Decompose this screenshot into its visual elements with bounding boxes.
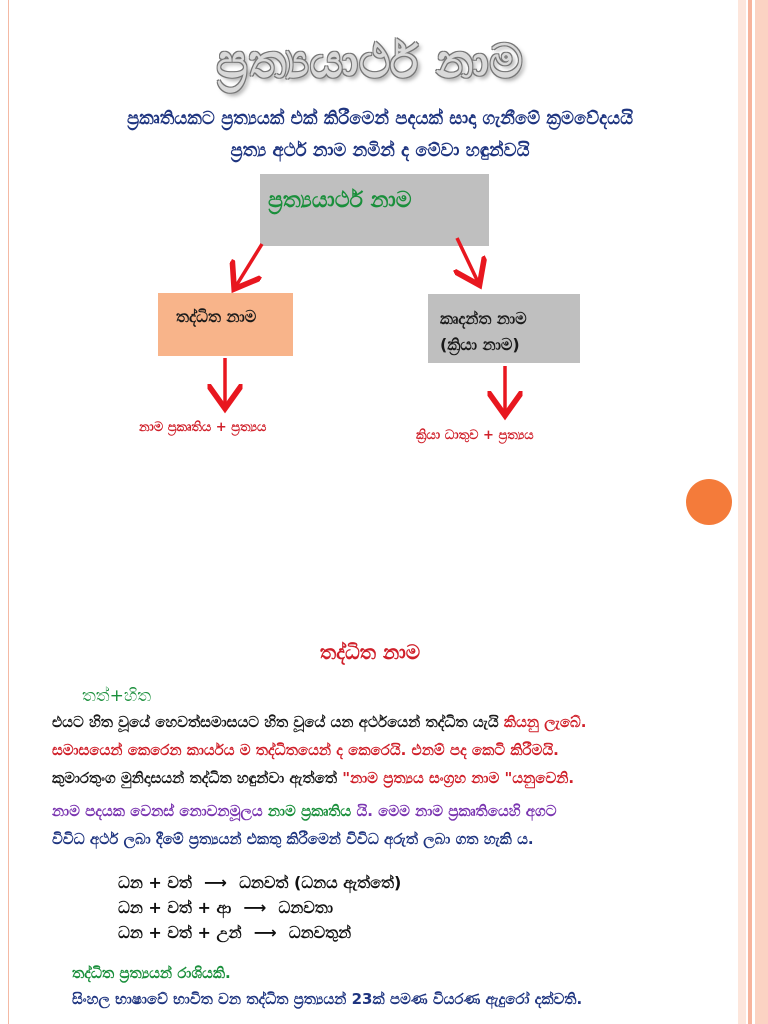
slide-title: ප්‍රත්‍යයාර්ථ නාම [216, 34, 524, 88]
example-lhs: ධන + වත් + ආ [118, 898, 232, 917]
section-heading: තද්ධිත නාම [319, 640, 421, 664]
diagram-taddhita-box: තද්ධිත නාම [158, 293, 293, 356]
example-rhs: ධනවත් (ධනය ඇත්තේ) [239, 873, 402, 892]
p3-text: කුමාරතුංග මුනිදාසයන් තද්ධිත හඳුන්වා ඇත්ත… [52, 769, 343, 787]
note-1: තද්ධිත ප්‍රත්‍යයන් රාශියකි. [72, 964, 231, 982]
example-lhs: ධන + වත් + උන් [118, 923, 242, 942]
krudanta-formula: ක්‍රියා ධාතුව + ප්‍රත්‍යය [416, 428, 534, 443]
stripe-light [738, 0, 746, 1024]
diagram-arrows [0, 237, 768, 460]
paragraph-4: නාම පදයක වෙනස් නොවනමූලය නාම ප්‍රකෘතිය යි… [52, 802, 736, 820]
paragraph-2: සමාසයෙන් කෙරෙන කාර්යය ම තද්ධිතයෙන් ද කෙර… [52, 741, 559, 759]
paragraph-1: එයට හිත වූයේ හෙවත්සමාසයට හිත වූයේ යන අර්… [52, 713, 736, 731]
note-2: සිංහල භාෂාවේ භාවිත වන තද්ධිත ප්‍රත්‍යයන්… [72, 990, 583, 1008]
p3-quote: "නාම ප්‍රත්‍යය සංග්‍රහ නාම "යනුවෙනි. [342, 769, 575, 787]
paragraph-3: කුමාරතුංග මුනිදාසයන් තද්ධිත හඳුන්වා ඇත්ත… [52, 769, 736, 787]
subtitle-line-2: ප්‍රත්‍ය අර්ථ නාම නමින් ද මේවා හඳුන්වයි [230, 140, 530, 161]
stripe-mid [755, 0, 768, 1024]
p1-highlight: කියනු ලැබේ. [503, 713, 587, 731]
etymology-text: තත්+හිත [82, 686, 152, 706]
paragraph-5: විවිධ අර්ථ ලබා දීමේ ප්‍රත්‍යයන් එකතු කිර… [52, 830, 534, 848]
p4-highlight: නාම ප්‍රකෘතිය [267, 802, 352, 820]
example-rhs: ධනවතුන් [288, 923, 352, 942]
arrow-root-to-left [236, 243, 264, 286]
p4-text: නාම පදයක වෙනස් නොවනමූලය [52, 802, 268, 820]
p1-text: එයට හිත වූයේ හෙවත්සමාසයට හිත වූයේ යන අර්… [52, 713, 504, 731]
taddhita-formula: නාම ප්‍රකෘතිය + ප්‍රත්‍යය [139, 420, 267, 435]
right-arrow-icon: ⟶ [253, 923, 277, 942]
decorative-orange-circle [686, 479, 732, 525]
example-rhs: ධනවතා [278, 898, 333, 917]
krudanta-label: කෘදන්ත නාම [440, 309, 527, 328]
kriya-label: (ක්‍රියා නාම) [440, 335, 520, 354]
example-row: ධන + වත් ⟶ ධනවත් (ධනය ඇත්තේ) [118, 873, 401, 893]
subtitle-line-1: ප්‍රකෘතියකට ප්‍රත්‍යයක් එක් කිරීමෙන් පදය… [126, 108, 634, 129]
example-lhs: ධන + වත් [118, 873, 192, 892]
example-row: ධන + වත් + ආ ⟶ ධනවතා [118, 898, 333, 918]
p4-text-end: යි. මෙම නාම ප්‍රකෘතියෙහි අගට [351, 802, 557, 820]
diagram-krudanta-box: කෘදන්ත නාම (ක්‍රියා නාම) [428, 294, 580, 363]
right-arrow-icon: ⟶ [243, 898, 267, 917]
arrow-root-to-right [457, 237, 478, 282]
example-row: ධන + වත් + උන් ⟶ ධනවතුන් [118, 923, 351, 943]
decorative-stripes [738, 0, 768, 1024]
diagram-root-box: ප්‍රත්‍යයාර්ථ නාම [260, 174, 489, 246]
right-arrow-icon: ⟶ [204, 873, 227, 892]
stripe-dark [748, 0, 752, 1024]
